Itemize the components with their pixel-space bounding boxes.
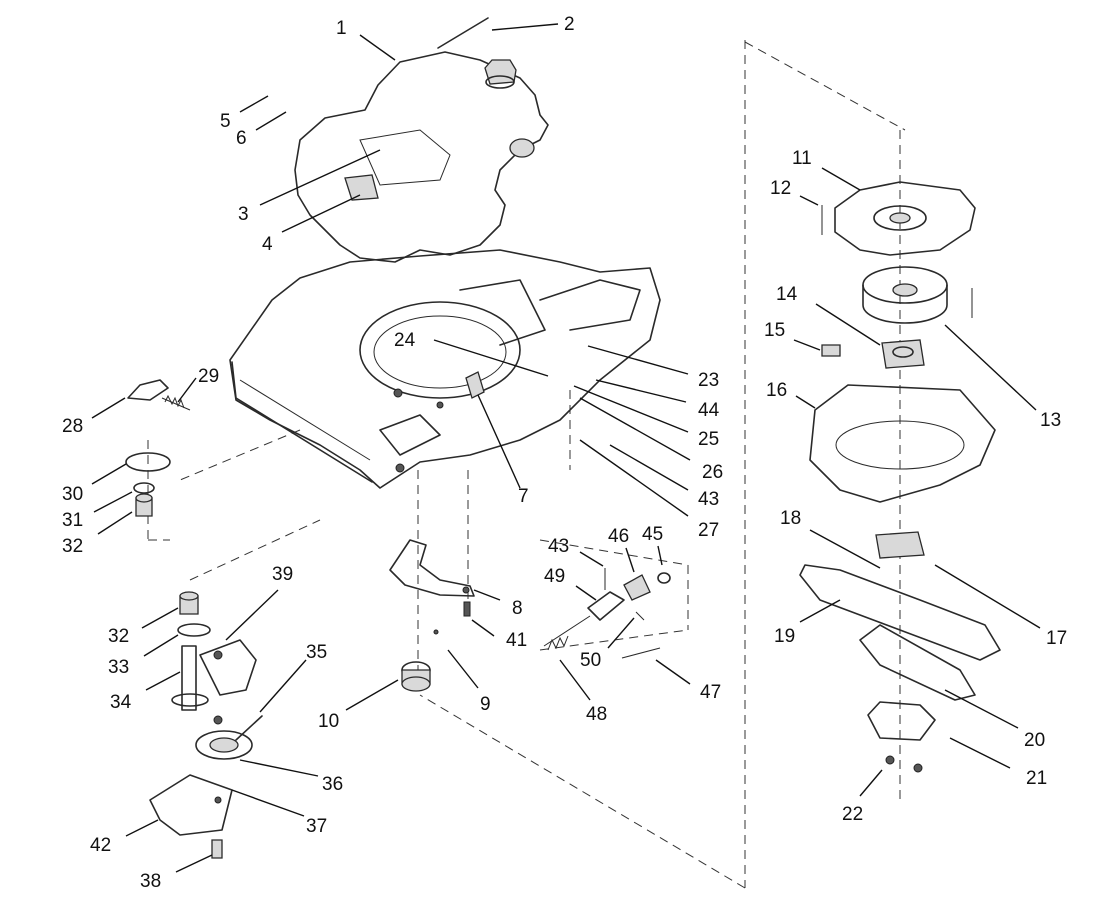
callout-9: 9: [480, 694, 491, 715]
callout-33: 33: [108, 657, 129, 678]
callout-18: 18: [780, 508, 801, 529]
height-adjuster-parts: [125, 379, 191, 517]
callout-27: 27: [698, 520, 719, 541]
callout-7: 7: [518, 486, 529, 507]
callout-29: 29: [198, 366, 219, 387]
callout-5: 5: [220, 111, 231, 132]
engine: [294, 17, 549, 263]
callout-12: 12: [770, 178, 791, 199]
callout-17: 17: [1046, 628, 1067, 649]
callout-2: 2: [564, 14, 575, 35]
callout-50: 50: [580, 650, 601, 671]
callout-41: 41: [506, 630, 527, 651]
callout-32-lower: 32: [108, 626, 129, 647]
callout-22: 22: [842, 804, 863, 825]
callout-24: 24: [394, 330, 416, 351]
callout-38: 38: [140, 871, 161, 892]
callout-21: 21: [1026, 768, 1047, 789]
leader-lines: [91, 23, 1041, 873]
callout-26: 26: [702, 462, 723, 483]
callout-11: 11: [792, 148, 812, 169]
callout-49: 49: [544, 566, 565, 587]
callout-32-upper: 32: [62, 536, 83, 557]
wheel-bracket-parts: [149, 591, 263, 859]
center-parts: [389, 539, 475, 692]
callout-28: 28: [62, 416, 83, 437]
callout-6: 6: [236, 128, 247, 149]
callout-44: 44: [698, 400, 720, 421]
dashed-guides: [147, 40, 906, 889]
callout-15: 15: [764, 320, 785, 341]
callout-37: 37: [306, 816, 327, 837]
callout-8: 8: [512, 598, 523, 619]
callout-25: 25: [698, 429, 719, 450]
latch-parts: [543, 568, 671, 659]
callout-31: 31: [62, 510, 83, 531]
callout-39: 39: [272, 564, 293, 585]
mower-deck: [229, 249, 661, 489]
callout-48: 48: [586, 704, 607, 725]
callout-labels: 1 2 3 4 5 6 7 8 9 10 11 12 13 14 15 16 1…: [62, 14, 1067, 892]
callout-47: 47: [700, 682, 721, 703]
callout-36: 36: [322, 774, 343, 795]
callout-16: 16: [766, 380, 787, 401]
callout-45: 45: [642, 524, 663, 545]
callout-43-latch: 43: [548, 536, 569, 557]
callout-42: 42: [90, 835, 111, 856]
callout-3: 3: [238, 204, 249, 225]
callout-34: 34: [110, 692, 132, 713]
callout-20: 20: [1024, 730, 1045, 751]
callout-1: 1: [336, 18, 347, 39]
callout-35: 35: [306, 642, 327, 663]
callout-46: 46: [608, 526, 629, 547]
callout-23: 23: [698, 370, 719, 391]
callout-10: 10: [318, 711, 339, 732]
callout-30: 30: [62, 484, 83, 505]
callout-4: 4: [262, 234, 273, 255]
callout-14: 14: [776, 284, 798, 305]
callout-19: 19: [774, 626, 795, 647]
drive-parts: [799, 181, 1001, 773]
callout-13: 13: [1040, 410, 1061, 431]
callout-43-right: 43: [698, 489, 719, 510]
